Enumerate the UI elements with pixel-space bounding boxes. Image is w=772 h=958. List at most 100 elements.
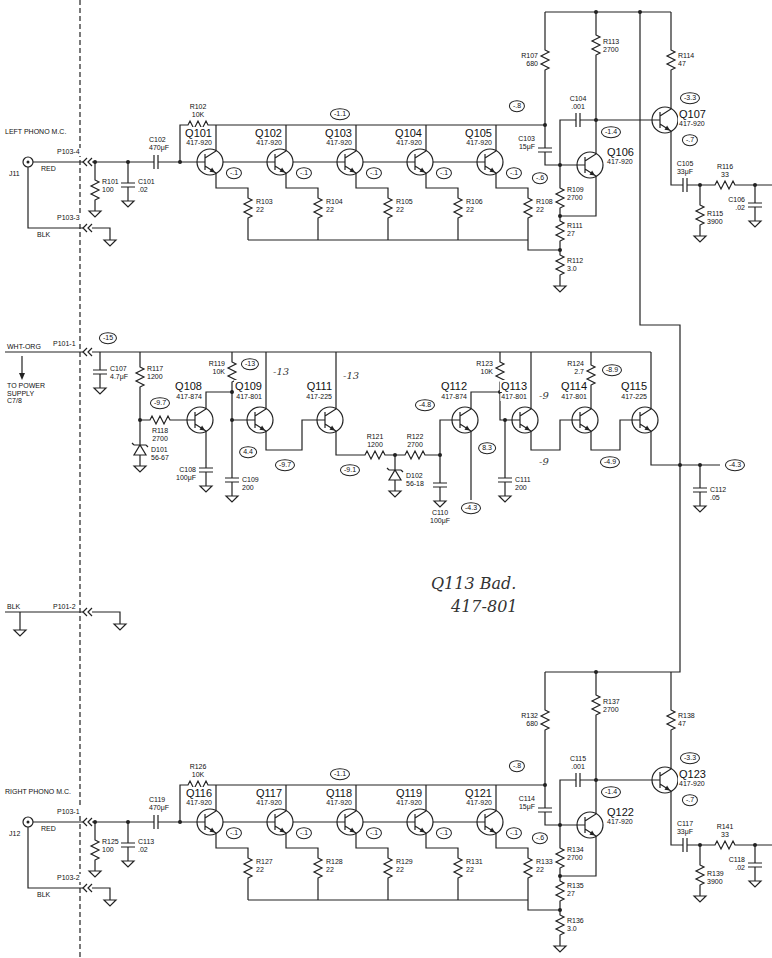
part-label: Q107: [678, 108, 707, 120]
handwritten-note: Q113 Bad.: [430, 575, 517, 593]
part-label: C105: [676, 160, 695, 168]
part-label: Q114: [560, 380, 588, 392]
part-label: Q123: [678, 768, 707, 780]
part-label: P103-1: [56, 808, 81, 816]
wire: [591, 352, 625, 450]
part-label: R114: [677, 52, 695, 60]
voltage-value: -.1: [440, 829, 448, 836]
capacitor-symbol: [498, 470, 512, 490]
part-label: R132: [520, 712, 539, 720]
part-label: 417-225: [620, 393, 648, 401]
part-label: C111: [514, 476, 532, 484]
part-label: 2700: [602, 706, 620, 714]
part-label: 27: [566, 230, 576, 238]
part-label: P101-2: [52, 603, 77, 611]
part-label: R102: [189, 103, 208, 111]
part-label: Q106: [606, 146, 635, 158]
wire: [651, 352, 720, 480]
voltage-value: -.1: [300, 829, 308, 836]
voltage-reading: -9.7: [275, 459, 295, 471]
part-label: 3.0: [566, 925, 578, 933]
part-label: R137: [602, 698, 621, 706]
part-label: Q102: [254, 127, 283, 139]
voltage-reading: -.1: [436, 827, 452, 839]
voltage-reading: -3.3: [680, 92, 700, 104]
voltage-reading: -9.1: [340, 464, 360, 476]
part-label: 200: [241, 484, 255, 492]
wire: [266, 352, 310, 450]
junction-dot: [393, 453, 397, 457]
transistor-symbol: [565, 400, 598, 440]
part-label: BLK: [36, 231, 51, 239]
voltage-value: -3.3: [684, 754, 696, 761]
part-label: 470μF: [148, 804, 170, 812]
part-label: 22: [325, 206, 335, 214]
part-label: R129: [395, 858, 414, 866]
part-label: TO POWER SUPPLY C7/8: [6, 382, 48, 405]
part-label: R126: [189, 763, 208, 771]
voltage-reading: -.1: [436, 167, 452, 179]
part-label: 417-920: [465, 139, 493, 147]
part-label: 1200: [366, 441, 384, 449]
part-label: 100: [101, 846, 115, 854]
part-label: 2700: [566, 854, 584, 862]
part-label: 417-920: [395, 139, 423, 147]
part-label: 417-920: [465, 799, 493, 807]
part-label: R106: [465, 198, 484, 206]
ground-symbol: [134, 460, 146, 472]
wire: [336, 352, 360, 455]
voltage-reading: -.6: [532, 172, 548, 184]
part-label: Q104: [394, 127, 423, 139]
transistor-symbol: [180, 400, 213, 440]
part-label: 2700: [151, 435, 169, 443]
zener-diode-symbol: [387, 465, 403, 485]
voltage-reading: -9.7: [150, 397, 170, 409]
voltage-value: -13: [245, 360, 255, 367]
resistor-symbol: [145, 416, 175, 424]
part-label: R117: [146, 365, 164, 373]
part-label: C110: [431, 509, 449, 517]
part-label: C103: [517, 135, 536, 143]
junction-dot: [438, 453, 442, 457]
part-label: 56-18: [405, 480, 425, 488]
wire: [139, 420, 140, 440]
part-label: 417-920: [185, 139, 213, 147]
part-label: 2.7: [573, 368, 585, 376]
part-label: P101-1: [52, 340, 77, 348]
part-label: LEFT PHONO M.C.: [4, 128, 67, 136]
part-label: R107: [520, 52, 539, 60]
voltage-value: -4.3: [465, 504, 477, 511]
voltage-value: -.7: [686, 796, 694, 803]
part-label: R136: [566, 917, 585, 925]
part-label: 22: [395, 206, 405, 214]
transistor-symbol: [310, 400, 343, 440]
handwritten-note: -9: [538, 390, 550, 401]
resistor-symbol: [400, 451, 430, 459]
part-label: 56-67: [150, 454, 170, 462]
part-label: R118: [151, 427, 169, 435]
part-label: 3.0: [566, 265, 578, 273]
voltage-value: -.1: [440, 169, 448, 176]
part-label: D101: [150, 446, 169, 454]
part-label: R131: [465, 858, 484, 866]
part-label: D102: [405, 472, 424, 480]
part-label: 417-874: [440, 393, 468, 401]
voltage-value: -.1: [300, 169, 308, 176]
part-label: R135: [566, 882, 585, 890]
voltage-value: -3.3: [684, 94, 696, 101]
part-label: 15μF: [518, 143, 536, 151]
ground-symbol: [94, 382, 106, 394]
part-label: Q115: [620, 380, 648, 392]
voltage-reading: -.1: [296, 827, 312, 839]
wire: [531, 352, 565, 450]
part-label: 10K: [191, 771, 205, 779]
part-label: .001: [570, 103, 586, 111]
ground-symbol: [499, 490, 511, 502]
voltage-value: -1.1: [334, 110, 346, 117]
part-label: 10K: [191, 111, 205, 119]
wire: [390, 420, 445, 475]
part-label: R133: [535, 858, 554, 866]
part-label: 100μF: [175, 474, 197, 482]
part-label: Q109: [234, 380, 263, 392]
